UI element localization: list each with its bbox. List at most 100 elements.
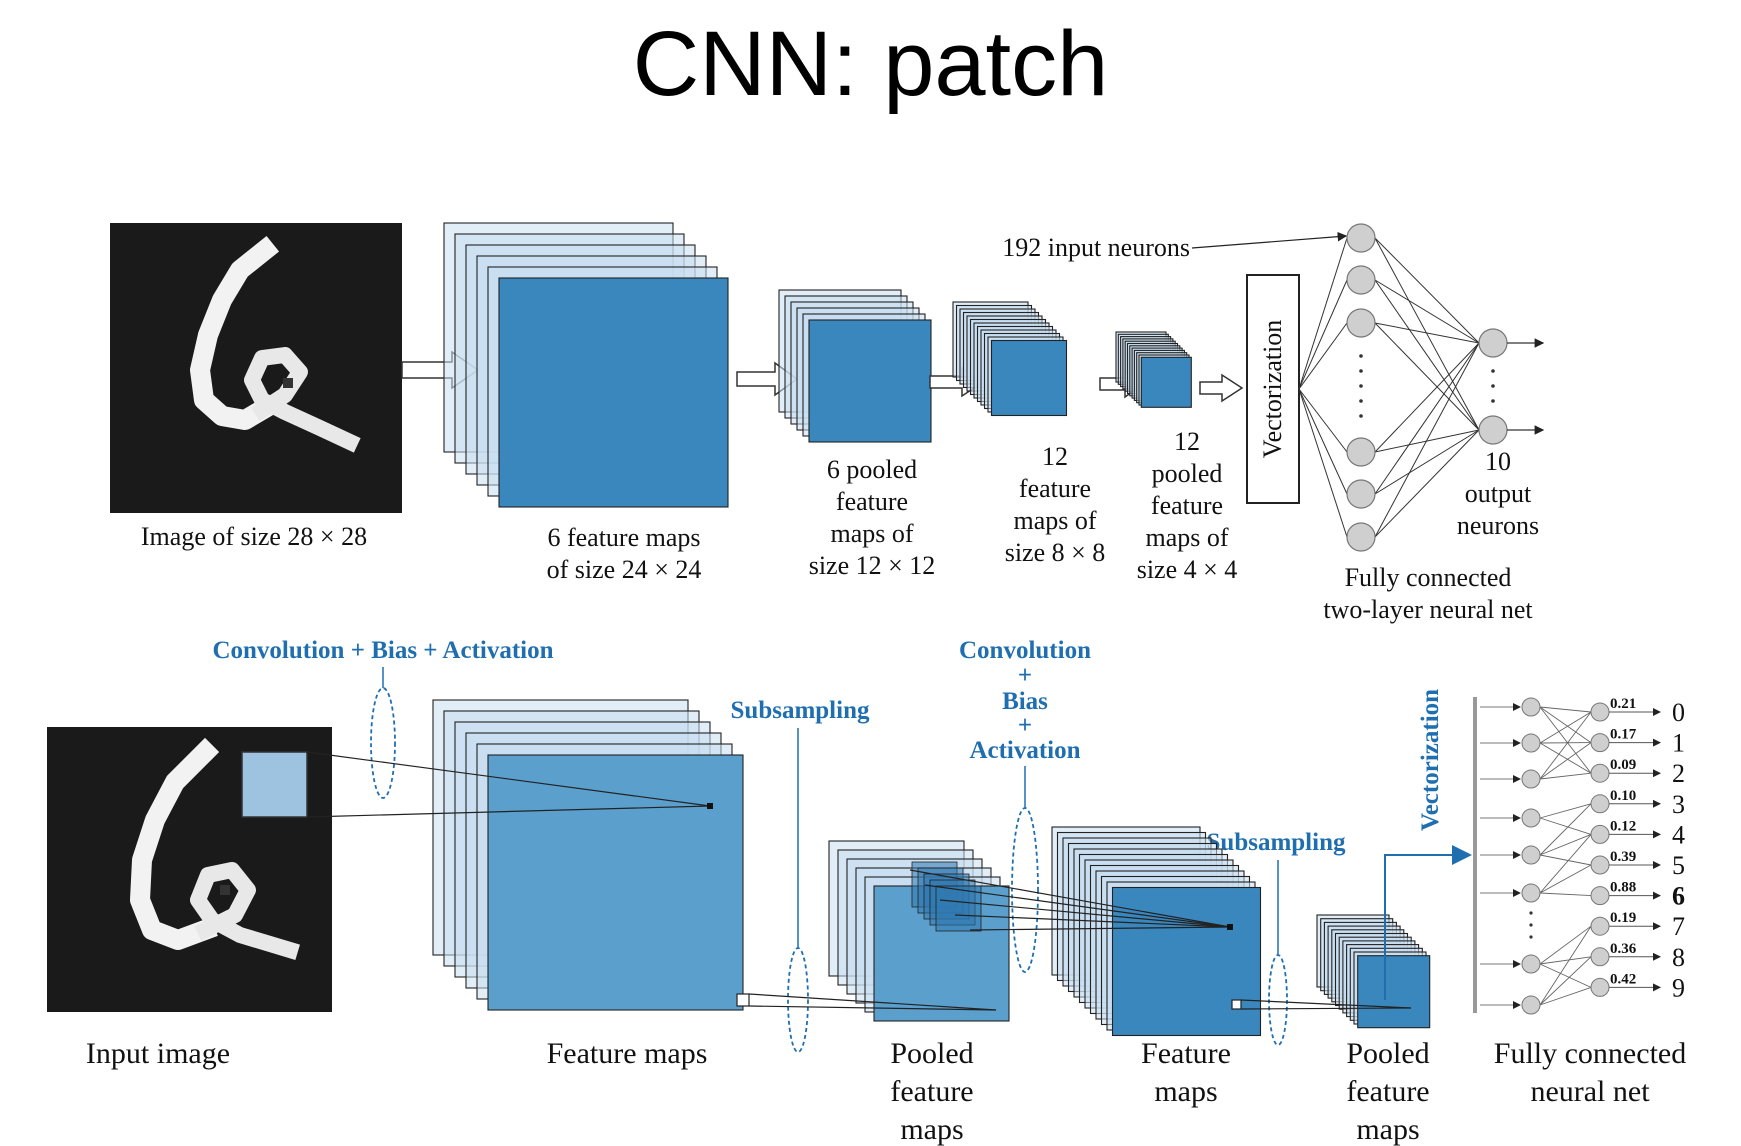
bottom-fc-caption-2: neural net <box>1530 1075 1650 1108</box>
subsampling-1-label: Subsampling <box>731 697 870 724</box>
connection <box>1374 279 1480 344</box>
output-neuron <box>1590 916 1610 936</box>
feature-map-layer <box>1140 356 1192 408</box>
connection <box>1539 854 1592 866</box>
ellipsis-dot <box>1529 935 1533 939</box>
top-pool2-caption-1: 12 <box>1174 427 1200 456</box>
hidden-neuron <box>1521 883 1541 903</box>
connection <box>1539 956 1592 1006</box>
top-conv1-caption-2: of size 24 × 24 <box>547 555 702 584</box>
bottom-conv1-stack <box>432 699 744 1011</box>
conv-stack-line-5: Activation <box>969 737 1080 764</box>
output-neuron <box>1590 702 1610 722</box>
ellipsis-dot <box>1529 923 1533 927</box>
subsampling-1-ellipse <box>787 947 809 1053</box>
bottom-vectorization-arrow <box>1384 845 1472 1000</box>
output-probability: 0.39 <box>1610 849 1636 865</box>
connection <box>1539 925 1592 965</box>
connection <box>1539 925 1592 1006</box>
subsampling-2-ellipse <box>1268 954 1288 1046</box>
top-input-image <box>110 223 402 513</box>
hidden-neuron <box>1521 697 1541 717</box>
feature-map-layer <box>990 339 1068 417</box>
ellipsis-dot <box>1491 384 1495 388</box>
conv-bias-activation-label: Convolution + Bias + Activation <box>212 637 553 664</box>
bottom-pooled-2-caption-1: Pooled <box>1346 1037 1429 1070</box>
connection <box>1539 706 1592 743</box>
top-conv1-stack <box>443 222 729 508</box>
conv2-dashed-ellipse <box>1011 807 1039 973</box>
output-neuron <box>1590 977 1610 997</box>
digit-6-glyph-bottom <box>130 737 300 960</box>
connection <box>1539 963 1592 988</box>
ellipsis-dot <box>1359 354 1363 358</box>
receptive-field-patch <box>935 885 982 932</box>
top-conv1-caption-1: 6 feature maps <box>547 523 700 552</box>
ellipsis-dot <box>1359 414 1363 418</box>
output-neuron <box>1478 415 1508 445</box>
top-conv2-caption-2: feature <box>1019 474 1091 503</box>
top-output-caption-3: neurons <box>1457 511 1539 540</box>
connection <box>1539 834 1592 894</box>
top-pool1-stack <box>778 289 932 443</box>
connection <box>1374 342 1480 495</box>
top-vectorization-label: Vectorization <box>1258 320 1287 459</box>
top-pool1-caption-4: size 12 × 12 <box>809 551 936 580</box>
top-input-caption: Image of size 28 × 28 <box>141 522 367 551</box>
connection <box>1374 237 1480 431</box>
input-neuron <box>1346 522 1376 552</box>
top-vectorization-box: Vectorization <box>1246 274 1300 504</box>
connection <box>1374 237 1480 344</box>
conv1-dashed-ellipse <box>370 687 396 799</box>
top-diagram: Image of size 28 × 28 6 feature maps of … <box>110 222 1545 624</box>
top-pool2-caption-5: size 4 × 4 <box>1137 555 1238 584</box>
ellipsis-dot <box>1359 384 1363 388</box>
output-digit-label: 0 <box>1672 698 1685 727</box>
bottom-input-caption: Input image <box>86 1037 230 1070</box>
input-neuron <box>1346 479 1376 509</box>
bottom-pool1-stack <box>828 840 1010 1022</box>
bottom-pooled-1-caption-2: feature <box>890 1075 973 1108</box>
top-fc-caption-2: two-layer neural net <box>1323 595 1533 624</box>
connection <box>1374 322 1480 431</box>
connection <box>1539 711 1592 780</box>
output-probability: 0.17 <box>1610 727 1637 743</box>
connection <box>1298 388 1348 538</box>
connection <box>1374 429 1480 495</box>
bottom-diagram: Convolution + Bias + Activation Subsampl… <box>47 637 1686 1146</box>
bottom-feature-maps-2-caption-1: Feature <box>1141 1037 1231 1070</box>
top-pool1-caption-2: feature <box>836 487 908 516</box>
conv-stack-line-1: Convolution <box>959 637 1091 664</box>
connection <box>1539 803 1592 856</box>
top-fc-caption-1: Fully connected <box>1345 563 1512 592</box>
hidden-neuron <box>1521 845 1541 865</box>
slide-title: CNN: patch <box>632 13 1109 115</box>
top-fc-net <box>1298 223 1545 552</box>
output-neuron <box>1590 886 1610 906</box>
input-neuron <box>1346 265 1376 295</box>
output-digit-label: 8 <box>1672 943 1685 972</box>
ellipsis-dot <box>1359 369 1363 373</box>
top-pool2-stack <box>1115 331 1192 408</box>
hidden-neuron <box>1521 769 1541 789</box>
top-conv2-stack <box>952 301 1068 417</box>
output-neuron <box>1478 328 1508 358</box>
connection <box>1539 956 1592 965</box>
output-probability: 0.88 <box>1610 880 1636 896</box>
connection <box>1298 322 1348 390</box>
output-probability: 0.12 <box>1610 818 1636 834</box>
output-probability: 0.09 <box>1610 757 1636 773</box>
input-neurons-pointer <box>1191 231 1348 249</box>
connection <box>1539 986 1592 1006</box>
conv-stack-line-2: + <box>1018 662 1032 689</box>
output-digit-label: 5 <box>1672 851 1685 880</box>
connection <box>1539 864 1592 894</box>
hidden-neuron <box>1521 954 1541 974</box>
connection <box>1539 772 1592 780</box>
ellipsis-dot <box>1359 399 1363 403</box>
bottom-conv2-stack <box>1051 826 1262 1037</box>
top-arrow-5 <box>1199 373 1244 403</box>
bottom-pooled-2-caption-3: maps <box>1356 1113 1419 1146</box>
